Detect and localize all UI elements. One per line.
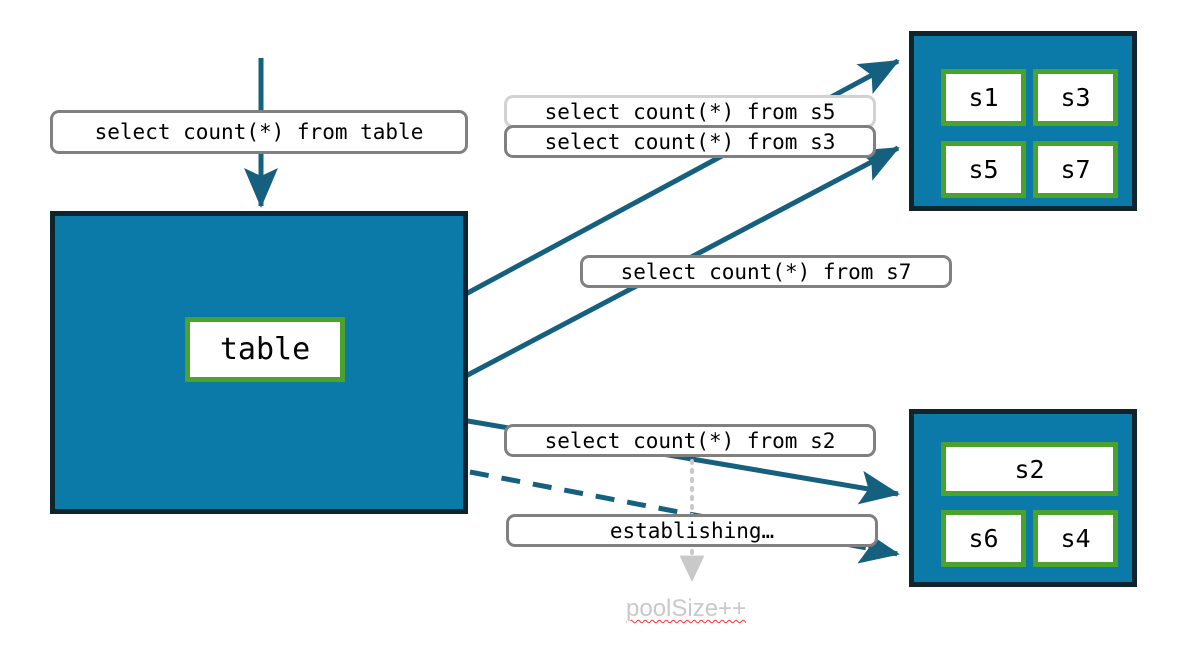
- shard-s3[interactable]: s3: [1033, 69, 1118, 126]
- shard-s2-label: s2: [1014, 454, 1045, 484]
- query-label-s3-text: select count(*) from s3: [544, 129, 836, 154]
- shard-s6-label: s6: [968, 524, 999, 553]
- query-label-table[interactable]: select count(*) from table: [50, 110, 468, 154]
- poolsize-annotation-text: poolSize++: [626, 595, 747, 622]
- shard-s4-label: s4: [1060, 524, 1091, 553]
- upper-shard-group[interactable]: s1 s3 s5 s7: [909, 31, 1137, 211]
- table-shard[interactable]: table: [185, 317, 345, 382]
- query-label-s5-text: select count(*) from s5: [544, 99, 836, 124]
- shard-s1-label: s1: [968, 83, 999, 112]
- table-container[interactable]: table: [50, 211, 468, 514]
- query-label-s3[interactable]: select count(*) from s3: [504, 125, 876, 158]
- status-label-establishing[interactable]: establishing…: [506, 514, 878, 547]
- query-label-s2[interactable]: select count(*) from s2: [504, 424, 876, 457]
- shard-s7[interactable]: s7: [1033, 141, 1118, 198]
- shard-s1[interactable]: s1: [941, 69, 1026, 126]
- status-label-establishing-text: establishing…: [609, 518, 775, 543]
- query-label-s2-text: select count(*) from s2: [544, 428, 836, 453]
- table-shard-label: table: [219, 332, 311, 367]
- query-label-s7[interactable]: select count(*) from s7: [580, 255, 952, 288]
- shard-s5-label: s5: [968, 155, 999, 184]
- query-label-table-text: select count(*) from table: [94, 120, 424, 144]
- query-label-s7-text: select count(*) from s7: [620, 259, 912, 284]
- poolsize-annotation: poolSize++: [626, 595, 746, 623]
- shard-s6[interactable]: s6: [941, 510, 1026, 567]
- lower-shard-group[interactable]: s2 s6 s4: [909, 409, 1137, 587]
- shard-s7-label: s7: [1060, 155, 1091, 184]
- shard-s2[interactable]: s2: [941, 442, 1118, 496]
- shard-s5[interactable]: s5: [941, 141, 1026, 198]
- query-label-s5[interactable]: select count(*) from s5: [504, 95, 876, 128]
- shard-s4[interactable]: s4: [1033, 510, 1118, 567]
- shard-s3-label: s3: [1060, 83, 1091, 112]
